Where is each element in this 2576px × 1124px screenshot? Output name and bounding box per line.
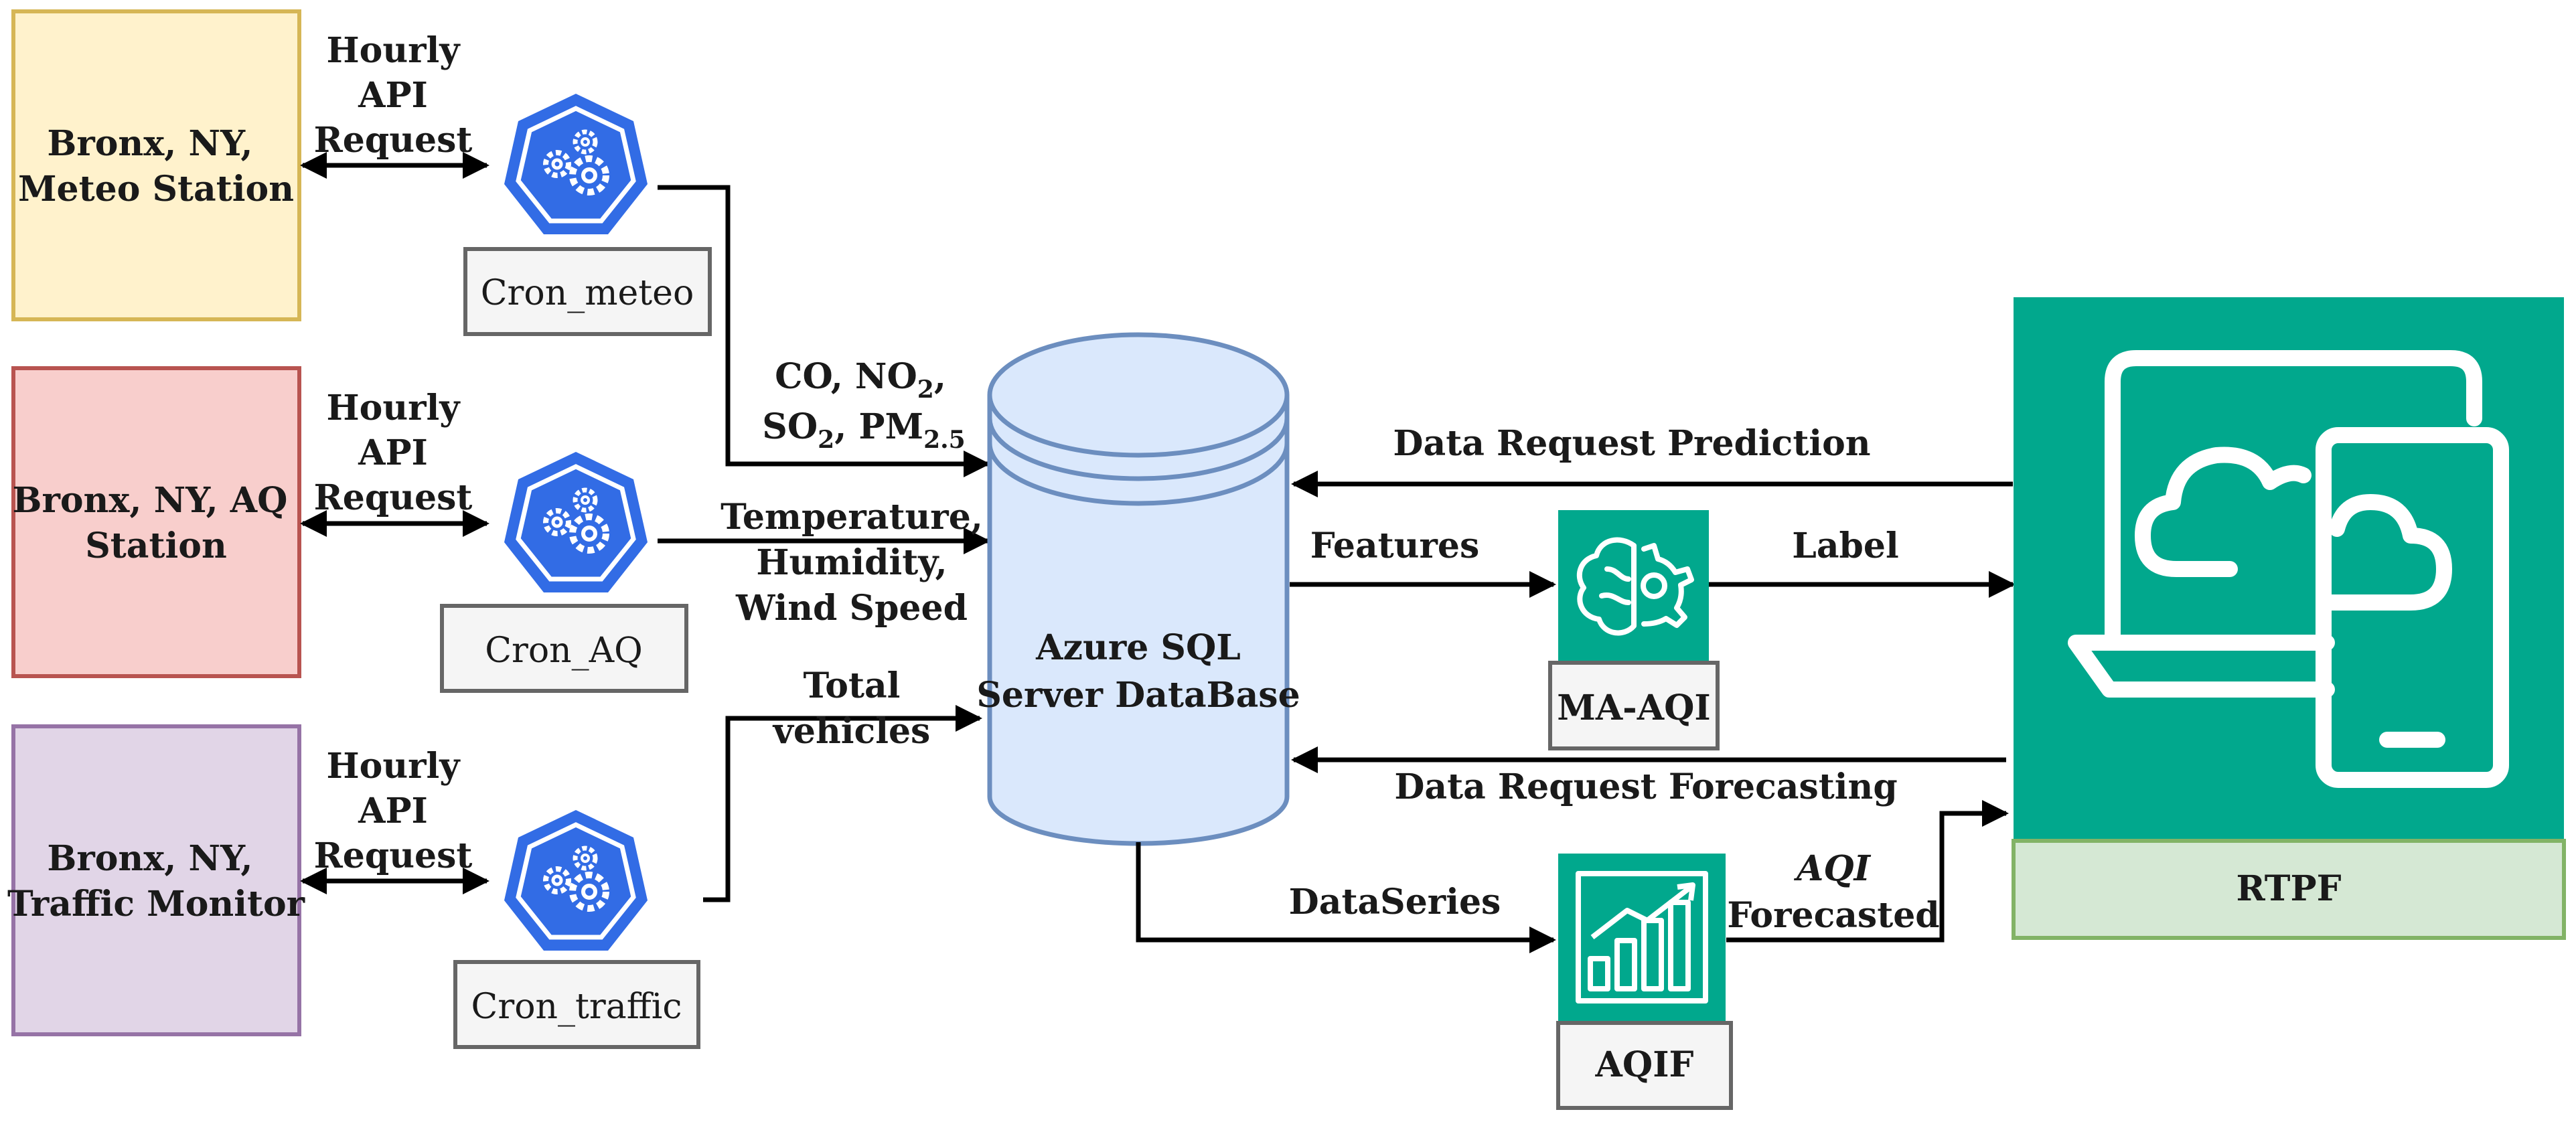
connector-traffic-to-db — [703, 705, 982, 902]
pollutants-label-line1: CO, NO2, — [775, 356, 946, 404]
data-request-prediction-label: Data Request Prediction — [1393, 423, 1870, 464]
cron-traffic-label: Cron_traffic — [471, 987, 682, 1027]
cron-meteo-label: Cron_meteo — [481, 273, 694, 313]
ma-aqi-label: MA-AQI — [1557, 688, 1710, 728]
connector-aqif-to-rtpf — [1726, 800, 2009, 943]
ma-aqi-model — [1558, 510, 1709, 661]
aqif-model — [1558, 854, 1726, 1021]
rtpf-application — [2014, 297, 2564, 841]
aqif-label: AQIF — [1595, 1044, 1694, 1085]
meteo-station-box: Bronx, NY, Meteo Station — [11, 9, 301, 321]
data-request-forecasting-label: Data Request Forecasting — [1394, 767, 1897, 807]
cron-meteo-box: Cron_meteo — [463, 247, 712, 336]
connector-meteo-to-db — [658, 185, 990, 477]
cron-traffic-box: Cron_traffic — [453, 960, 700, 1049]
laptop-phone-cloud-icon — [2068, 350, 2509, 788]
kubernetes-gears-icon — [504, 94, 648, 234]
features-label: Features — [1310, 526, 1479, 566]
rtpf-label-box: RTPF — [2012, 839, 2566, 940]
kubernetes-gears-icon — [504, 810, 648, 951]
traffic-station-box: Bronx, NY, Traffic Monitor — [7, 724, 305, 1036]
dataseries-label: DataSeries — [1289, 882, 1501, 922]
traffic-station-label: Bronx, NY, Traffic Monitor — [7, 838, 305, 925]
growth-chart-icon — [1576, 871, 1708, 1003]
label-flow-label: Label — [1792, 526, 1898, 566]
brain-gear-icon — [1576, 537, 1694, 636]
cron-aq-label: Cron_AQ — [485, 631, 643, 671]
cron-aq-box: Cron_AQ — [440, 604, 688, 693]
aqif-label-box: AQIF — [1556, 1021, 1733, 1110]
aq-station-box: Bronx, NY, AQ Station — [11, 366, 301, 678]
kubernetes-gears-icon — [504, 452, 648, 592]
pollutants-label-line2: SO2, PM2.5 — [762, 406, 965, 454]
weather-flow-label: Temperature,Humidity,Wind Speed — [721, 497, 983, 629]
meteo-station-label: Bronx, NY, Meteo Station — [18, 123, 294, 210]
connector-db-to-aqif — [1136, 842, 1556, 953]
rtpf-label: RTPF — [2236, 868, 2341, 909]
aqi-label: AQI — [1793, 848, 1872, 889]
aq-station-label: Bronx, NY, AQ Station — [13, 480, 300, 566]
forecasted-label: Forecasted — [1727, 895, 1939, 936]
ma-aqi-label-box: MA-AQI — [1548, 661, 1720, 750]
